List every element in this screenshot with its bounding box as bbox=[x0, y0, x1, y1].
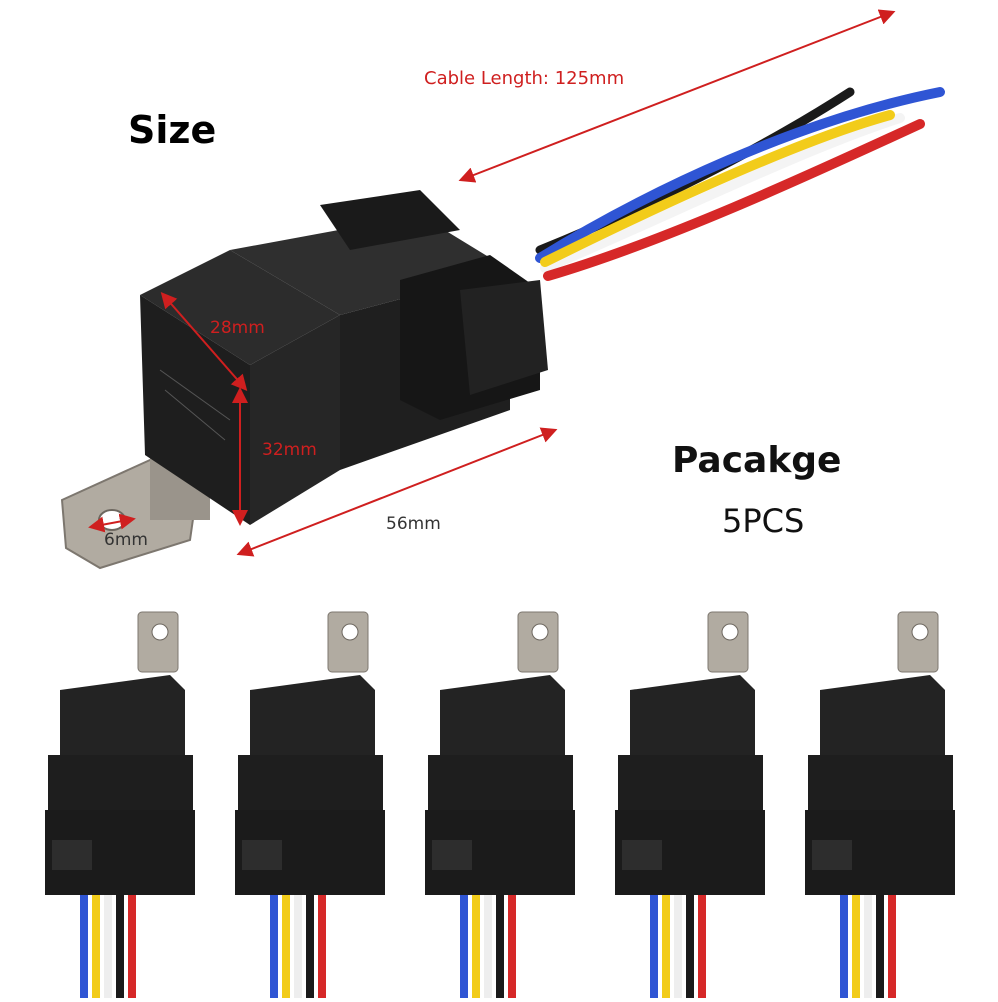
width-dimension-label: 28mm bbox=[210, 318, 265, 338]
package-count: 5PCS bbox=[722, 502, 805, 540]
package-relays bbox=[45, 611, 955, 998]
package-relay bbox=[235, 611, 385, 998]
package-heading: Pacakge bbox=[672, 440, 842, 481]
package-relay bbox=[45, 611, 195, 998]
dimension-lines bbox=[88, 9, 896, 557]
package-relay bbox=[805, 611, 955, 998]
hole-dimension-label: 6mm bbox=[104, 530, 148, 550]
package-relay bbox=[615, 611, 765, 998]
package-relay bbox=[425, 611, 575, 998]
cable-length-label: Cable Length: 125mm bbox=[424, 68, 625, 89]
height-dimension-label: 32mm bbox=[262, 440, 317, 460]
main-relay-wires bbox=[535, 87, 945, 281]
main-relay-body bbox=[140, 190, 548, 525]
length-dimension-label: 56mm bbox=[386, 514, 441, 534]
size-heading: Size bbox=[128, 108, 217, 152]
